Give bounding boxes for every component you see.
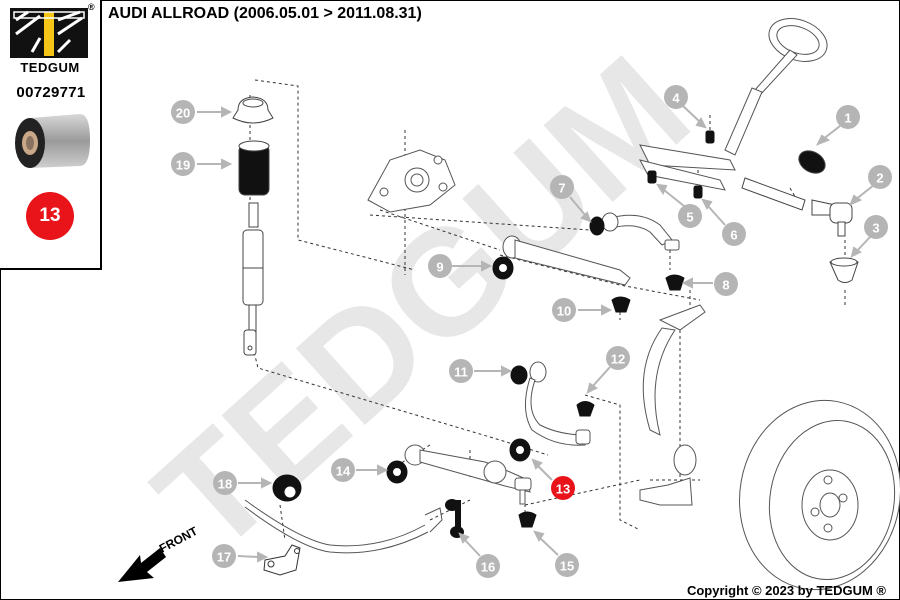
- steering-knuckle: [639, 304, 706, 506]
- callout-number: 5: [686, 210, 693, 225]
- callout-number: 10: [557, 304, 571, 319]
- callout-1: 1: [836, 105, 860, 129]
- callout-number: 14: [336, 464, 351, 479]
- callout-7: 7: [550, 175, 574, 199]
- callout-17: 17: [212, 544, 236, 568]
- callout-arrows: [197, 104, 875, 563]
- callout-number: 13: [556, 482, 570, 497]
- callout-number: 7: [558, 181, 565, 196]
- front-direction-arrow: FRONT: [118, 524, 200, 582]
- callout-9: 9: [428, 254, 452, 278]
- bushing-holes: [284, 264, 524, 498]
- wishbone-arm: [525, 361, 591, 446]
- vehicle-title: AUDI ALLROAD (2006.05.01 > 2011.08.31): [108, 5, 422, 22]
- callout-12: 12: [606, 346, 630, 370]
- upper-control-arms: [502, 212, 680, 286]
- steering-column: [639, 18, 828, 191]
- front-label: FRONT: [157, 524, 201, 556]
- callout-6: 6: [722, 222, 746, 246]
- callout-number: 15: [560, 559, 574, 574]
- shock-absorber: [232, 96, 274, 356]
- callout-number: 2: [876, 171, 883, 186]
- callout-number: 17: [217, 550, 231, 565]
- bushing-product-image: [15, 114, 90, 168]
- callout-8: 8: [714, 272, 738, 296]
- tie-rod: [741, 150, 859, 283]
- callout-4: 4: [664, 85, 688, 109]
- callout-number: 1: [844, 111, 851, 126]
- callout-19: 19: [171, 152, 195, 176]
- callout-11: 11: [449, 359, 473, 383]
- watermark: TEDGUM: [124, 24, 719, 584]
- callout-number: 11: [454, 365, 468, 380]
- callout-18: 18: [213, 471, 237, 495]
- product-sidebar: ® TEDGUM 00729771 13: [0, 0, 102, 270]
- strut-mount-plate: [367, 149, 456, 213]
- callout-number: 6: [730, 228, 737, 243]
- callout-number: 3: [872, 221, 879, 236]
- brand-name: TEDGUM: [20, 60, 80, 75]
- callout-number: 8: [722, 278, 729, 293]
- callout-16: 16: [476, 554, 500, 578]
- copyright-footer: Copyright © 2023 by TEDGUM ®: [686, 583, 886, 598]
- callout-number: 18: [218, 477, 232, 492]
- stabilizer-bar: [244, 499, 443, 554]
- callout-number: 9: [436, 260, 443, 275]
- watermark-text: TEDGUM: [124, 24, 719, 584]
- registered-mark: ®: [88, 2, 95, 12]
- stabilizer-clamp: [263, 544, 301, 576]
- callout-10: 10: [552, 298, 576, 322]
- stabilizer-link: [445, 499, 464, 538]
- callout-number: 12: [611, 352, 625, 367]
- part-number: 00729771: [16, 84, 86, 101]
- callout-15: 15: [555, 553, 579, 577]
- callout-number: 19: [176, 158, 190, 173]
- wheel: [739, 399, 900, 591]
- callout-3: 3: [864, 215, 888, 239]
- tedgum-logo: [10, 8, 88, 58]
- selected-position-badge: 13: [26, 192, 74, 240]
- callout-14: 14: [331, 458, 355, 482]
- callout-20: 20: [171, 100, 195, 124]
- callout-5: 5: [678, 204, 702, 228]
- callout-number: 20: [176, 106, 190, 121]
- lower-control-arm: [404, 444, 532, 505]
- callout-number: 4: [672, 91, 680, 106]
- small-bushings: [647, 130, 715, 199]
- callout-number: 16: [481, 560, 495, 575]
- callout-2: 2: [868, 165, 892, 189]
- callout-13: 13: [551, 476, 575, 500]
